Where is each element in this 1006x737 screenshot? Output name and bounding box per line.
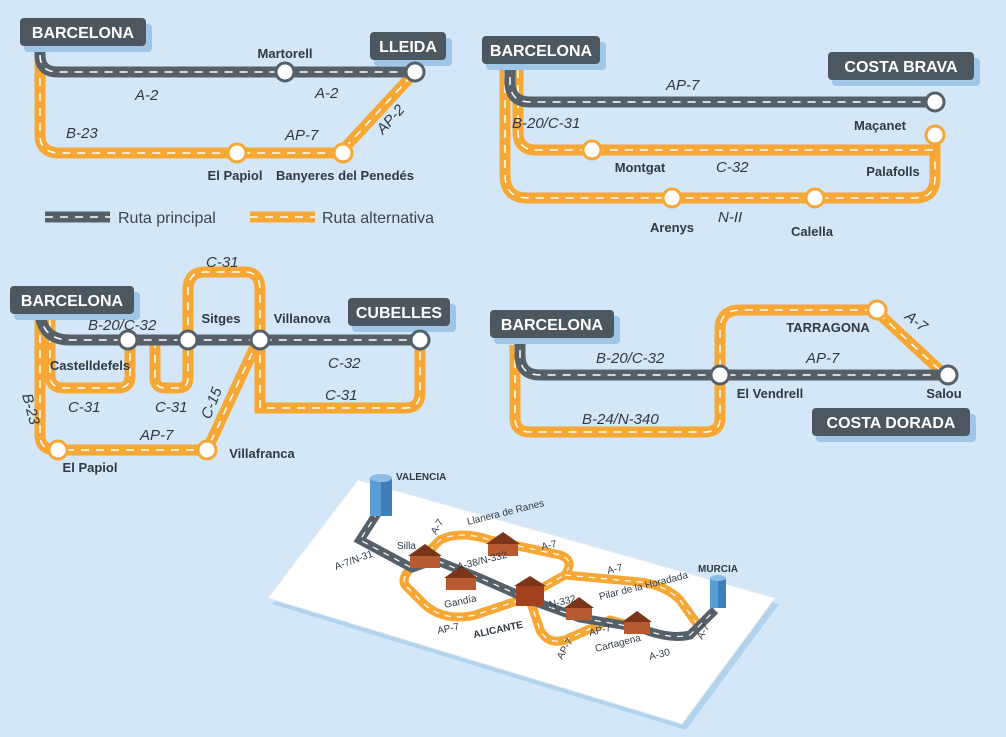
map-barcelona-cubelles: BARCELONA CUBELLES Castelldefels Sitges … [10, 254, 456, 475]
road-label: A-30 [648, 647, 672, 663]
stop-label-banyeres: Banyeres del Penedés [276, 168, 414, 183]
destination-badge [370, 32, 446, 60]
stop-banyeres[interactable] [332, 142, 354, 164]
road-label: N-II [718, 209, 742, 226]
house-icon [408, 544, 442, 568]
stop-label-sitges: Sitges [201, 311, 240, 326]
road-label: C-32 [328, 355, 361, 372]
stop-label-macanet: Maçanet [854, 118, 907, 133]
stop-macanet[interactable] [924, 124, 946, 146]
stop-sitges[interactable] [177, 329, 199, 351]
origin-label: BARCELONA [501, 317, 604, 334]
road-label: A-7 [606, 562, 624, 577]
stop-label-villanova: Villanova [274, 311, 332, 326]
stop-label-papiol: El Papiol [63, 460, 118, 475]
stop-villafranca[interactable] [196, 439, 218, 461]
house-icon [444, 566, 478, 590]
legend-alt-label: Ruta alternativa [322, 210, 434, 227]
destination-label: CUBELLES [356, 305, 443, 322]
house-icon [622, 611, 652, 634]
stop-label-calella: Calella [791, 224, 834, 239]
road-label: B-20/C-31 [512, 115, 580, 132]
road-label: A-7 [540, 539, 558, 553]
stop-label-silla: Silla [397, 541, 416, 552]
stop-label-papiol: El Papiol [208, 168, 263, 183]
destination-label: COSTA DORADA [827, 415, 956, 432]
stop-calella[interactable] [804, 187, 826, 209]
stop-label-palafolls: Palafolls [866, 164, 919, 179]
stop-label-tarragona: TARRAGONA [786, 320, 870, 335]
road-label: C-32 [716, 159, 749, 176]
legend: Ruta principal Ruta alternativa [45, 210, 434, 227]
road-label: B-24/N-340 [582, 411, 659, 428]
stop-vendrell[interactable] [709, 364, 731, 386]
origin-label: VALENCIA [396, 472, 446, 483]
road-label: B-23 [66, 125, 98, 142]
destination-label: MURCIA [698, 564, 738, 575]
stop-label-villafranca: Villafranca [229, 446, 295, 461]
stop-label-castelldefels: Castelldefels [50, 358, 130, 373]
stop-cubelles[interactable] [409, 329, 431, 351]
house-icon [486, 532, 520, 556]
legend-main-label: Ruta principal [118, 210, 216, 227]
destination-badge [348, 298, 450, 326]
road-label: C-31 [206, 254, 239, 271]
road-label: C-31 [325, 387, 358, 404]
destination-badge [828, 52, 974, 80]
road-label: C-31 [68, 399, 101, 416]
origin-label: BARCELONA [32, 25, 135, 42]
road-label: C-31 [155, 399, 188, 416]
map-barcelona-lleida: BARCELONA LLEIDA Martorell El Papiol Ban… [20, 18, 452, 183]
destination-badge [812, 408, 970, 436]
house-icon [514, 576, 546, 606]
alt-route-b24-n340 [509, 304, 949, 438]
alt-route-b23-ap7-ap2 [34, 48, 420, 159]
stop-montgat[interactable] [581, 139, 603, 161]
map-barcelona-costa-dorada: BARCELONA COSTA DORADA TARRAGONA El Vend… [490, 299, 976, 442]
road-label: A-2 [134, 87, 159, 104]
stop-lleida[interactable] [404, 61, 426, 83]
map-valencia-murcia: VALENCIA MURCIA [267, 472, 779, 730]
origin-badge [20, 18, 146, 46]
stop-label-salou: Salou [926, 386, 961, 401]
stop-tarragona[interactable] [866, 299, 888, 321]
house-icon [564, 597, 594, 620]
stop-label-arenys: Arenys [650, 220, 694, 235]
road-label: B-20/C-32 [88, 317, 157, 334]
stop-villanova[interactable] [249, 329, 271, 351]
road-label: A-2 [314, 85, 339, 102]
stop-label-martorell: Martorell [258, 46, 313, 61]
stop-papiol[interactable] [226, 142, 248, 164]
stop-costa-brava[interactable] [924, 91, 946, 113]
origin-badge [482, 36, 600, 64]
road-label: B-20/C-32 [596, 350, 665, 367]
murcia-tower-icon [710, 575, 726, 608]
valencia-tower-icon [370, 474, 392, 516]
origin-badge [10, 286, 134, 314]
road-label: AP-7 [139, 427, 174, 444]
stop-label-montgat: Montgat [615, 160, 666, 175]
destination-label: LLEIDA [379, 39, 437, 56]
stop-arenys[interactable] [661, 187, 683, 209]
origin-badge [490, 310, 614, 338]
road-label: AP-7 [665, 77, 700, 94]
stop-papiol[interactable] [47, 439, 69, 461]
origin-label: BARCELONA [490, 43, 593, 60]
stop-label-vendrell: El Vendrell [737, 386, 803, 401]
alt-route-c31-top [182, 266, 266, 340]
map-barcelona-costa-brava: BARCELONA COSTA BRAVA Maçanet Montgat Pa… [482, 36, 980, 239]
road-label: AP-7 [436, 621, 460, 636]
road-label: AP-7 [805, 350, 840, 367]
stop-martorell[interactable] [274, 61, 296, 83]
road-label: AP-7 [284, 127, 319, 144]
origin-label: BARCELONA [21, 293, 124, 310]
road-label: AP-7 [588, 623, 613, 639]
stop-salou[interactable] [937, 364, 959, 386]
destination-label: COSTA BRAVA [844, 59, 958, 76]
